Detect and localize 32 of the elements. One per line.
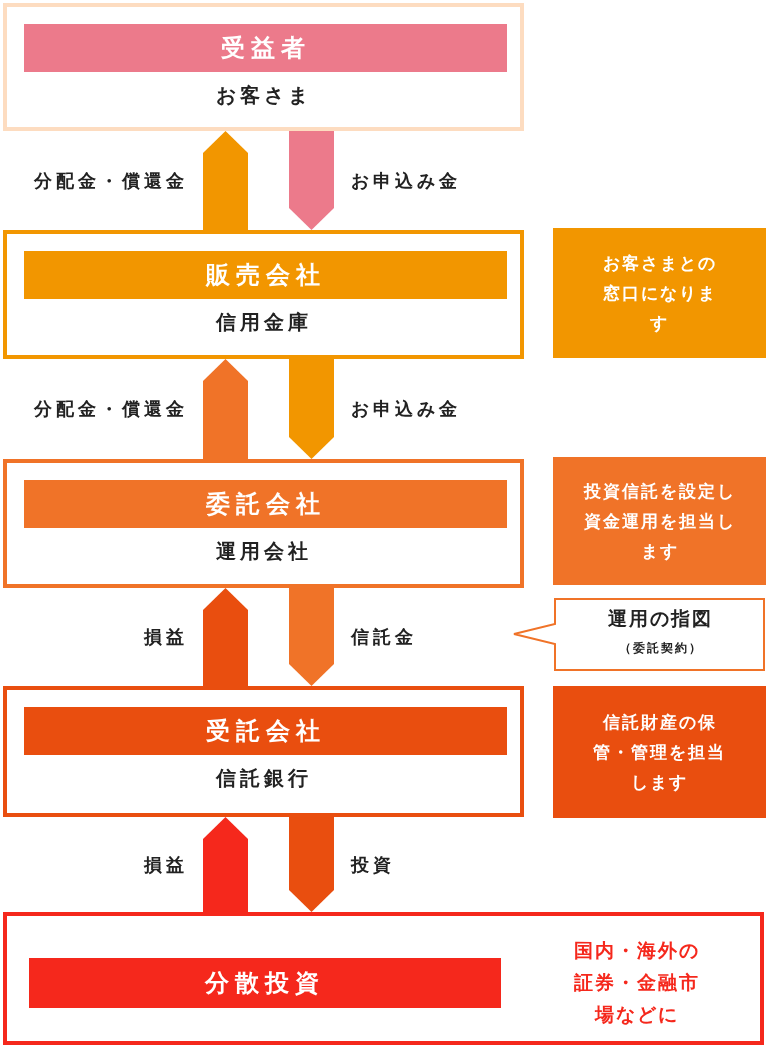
callout-note: （委託契約） bbox=[617, 640, 704, 657]
box-subtitle: 運用会社 bbox=[214, 538, 313, 565]
callout-title: 運用の指図 bbox=[607, 606, 714, 631]
title-band: 受益者 bbox=[24, 24, 507, 72]
process-box bbox=[3, 3, 524, 131]
arrow bbox=[203, 817, 248, 912]
title-band: 受託会社 bbox=[24, 707, 507, 755]
note-text: 投資信託を設定し資金運用を担当します bbox=[582, 480, 737, 563]
box-subtitle: 信託銀行 bbox=[214, 765, 313, 792]
note-box bbox=[553, 228, 766, 358]
process-box bbox=[3, 686, 524, 817]
title-band: 分散投資 bbox=[29, 958, 501, 1008]
arrow bbox=[289, 359, 334, 459]
arrow bbox=[203, 588, 248, 686]
process-box bbox=[3, 912, 764, 1045]
box-note: 国内・海外の証券・金融市場などに bbox=[573, 938, 701, 1027]
box-subtitle: 信用金庫 bbox=[214, 309, 313, 336]
title-band: 販売会社 bbox=[24, 251, 507, 299]
arrow bbox=[203, 359, 248, 459]
note-text: 信託財産の保管・管理を担当します bbox=[592, 711, 727, 794]
note-text: お客さまとの窓口になります bbox=[601, 252, 718, 335]
note-box bbox=[553, 686, 766, 818]
arrow bbox=[289, 131, 334, 230]
note-box bbox=[553, 457, 766, 585]
process-box bbox=[3, 230, 524, 359]
arrow bbox=[289, 817, 334, 912]
process-box bbox=[3, 459, 524, 588]
arrow bbox=[289, 588, 334, 686]
arrow bbox=[203, 131, 248, 230]
callout-box bbox=[512, 598, 766, 671]
box-subtitle: お客さま bbox=[214, 82, 313, 109]
title-band: 委託会社 bbox=[24, 480, 507, 528]
